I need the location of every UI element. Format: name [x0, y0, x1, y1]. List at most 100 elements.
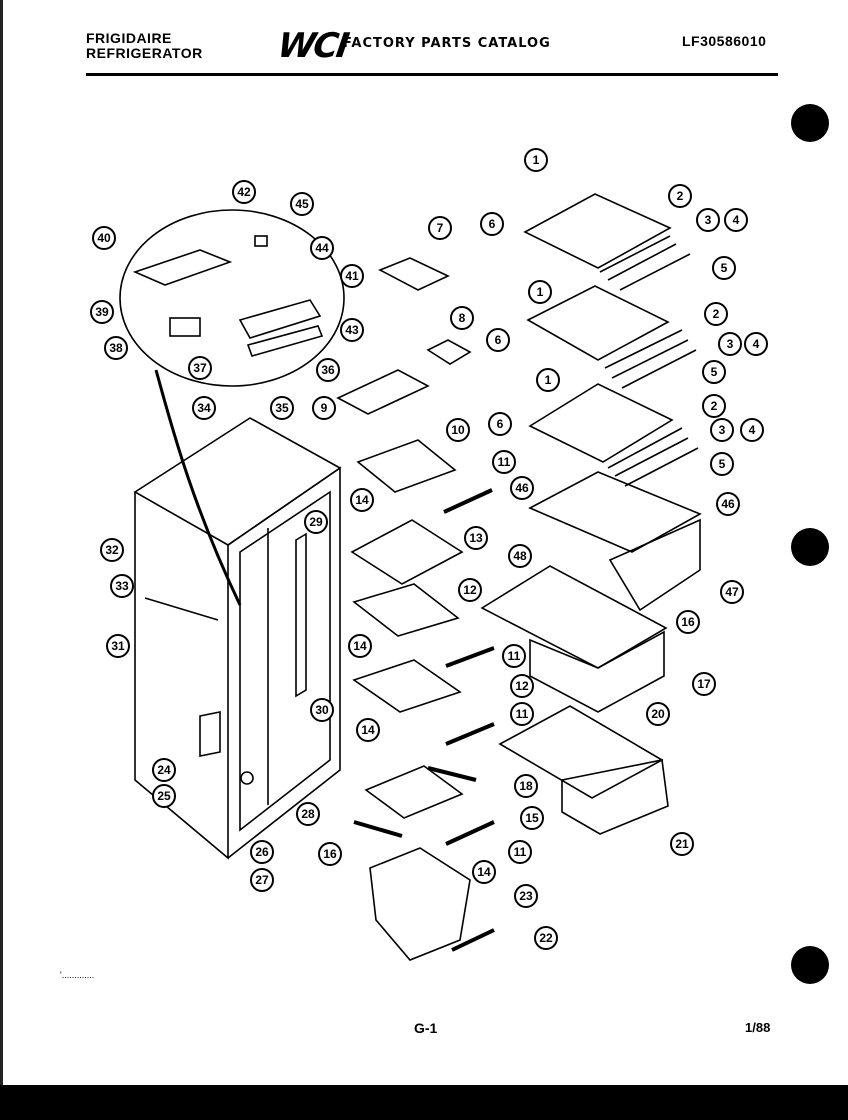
callout-number: 8 [459, 311, 466, 325]
callout-number: 2 [711, 399, 718, 413]
header-rule [86, 73, 778, 76]
callout-11: 11 [502, 644, 526, 668]
scan-bottom-edge [0, 1085, 848, 1120]
callout-38: 38 [104, 336, 128, 360]
cabinet-front [227, 466, 341, 859]
callout-12: 12 [458, 578, 482, 602]
callout-14: 14 [350, 488, 374, 512]
callout-2: 2 [668, 184, 692, 208]
callout-number: 21 [675, 837, 689, 851]
cabinet-liner [239, 490, 331, 832]
callout-28: 28 [296, 802, 320, 826]
callout-number: 37 [193, 361, 207, 375]
callout-number: 11 [514, 845, 527, 859]
callout-number: 31 [111, 639, 125, 653]
callout-number: 46 [721, 497, 735, 511]
callout-4: 4 [740, 418, 764, 442]
callout-5: 5 [710, 452, 734, 476]
callout-number: 17 [697, 677, 711, 691]
callout-number: 2 [677, 189, 684, 203]
callout-number: 12 [515, 679, 529, 693]
model-number: LF30586010 [682, 33, 767, 49]
part-24 [199, 711, 221, 757]
callout-number: 1 [545, 373, 552, 387]
callout-46: 46 [510, 476, 534, 500]
callout-11: 11 [492, 450, 516, 474]
glass-shelf-3 [528, 383, 674, 463]
callout-number: 5 [721, 261, 728, 275]
callout-number: 35 [275, 401, 289, 415]
callout-number: 22 [539, 931, 553, 945]
callout-number: 12 [463, 583, 477, 597]
callout-number: 32 [105, 543, 119, 557]
callout-14: 14 [348, 634, 372, 658]
callout-number: 14 [353, 639, 367, 653]
callout-number: 6 [489, 217, 496, 231]
callout-number: 5 [719, 457, 726, 471]
callout-16: 16 [318, 842, 342, 866]
callout-7: 7 [428, 216, 452, 240]
callout-number: 47 [725, 585, 739, 599]
callout-number: 4 [749, 423, 756, 437]
callout-number: 38 [109, 341, 123, 355]
callout-4: 4 [744, 332, 768, 356]
callout-1: 1 [528, 280, 552, 304]
callout-10: 10 [446, 418, 470, 442]
brand-name: FRIGIDAIRE [86, 30, 172, 46]
glass-shelf-2 [526, 285, 670, 361]
callout-24: 24 [152, 758, 176, 782]
callout-number: 16 [323, 847, 337, 861]
callout-number: 1 [533, 153, 540, 167]
callout-5: 5 [712, 256, 736, 280]
svg-text:'.............: '............. [60, 970, 94, 980]
callout-number: 20 [651, 707, 665, 721]
callout-1: 1 [524, 148, 548, 172]
callout-15: 15 [520, 806, 544, 830]
callout-23: 23 [514, 884, 538, 908]
shelf-ladder-29 [295, 532, 307, 698]
callout-number: 28 [301, 807, 315, 821]
callout-11: 11 [510, 702, 534, 726]
callout-45: 45 [290, 192, 314, 216]
wire-shelf-12a [352, 583, 460, 637]
callout-number: 4 [733, 213, 740, 227]
callout-6: 6 [480, 212, 504, 236]
callout-number: 14 [361, 723, 375, 737]
callout-number: 1 [537, 285, 544, 299]
callout-20: 20 [646, 702, 670, 726]
crisper-cover-16 [480, 565, 668, 669]
wire-shelf-15 [364, 765, 464, 819]
detail-leader-tube [154, 369, 242, 606]
callout-6: 6 [486, 328, 510, 352]
callout-number: 42 [237, 185, 251, 199]
callout-21: 21 [670, 832, 694, 856]
callout-30: 30 [310, 698, 334, 722]
callout-number: 3 [727, 337, 734, 351]
callout-number: 25 [157, 789, 171, 803]
callout-13: 13 [464, 526, 488, 550]
crisper-pan-17 [529, 630, 665, 713]
callout-22: 22 [534, 926, 558, 950]
callout-number: 23 [519, 889, 533, 903]
callout-36: 36 [316, 358, 340, 382]
callout-5: 5 [702, 360, 726, 384]
callout-17: 17 [692, 672, 716, 696]
callout-39: 39 [90, 300, 114, 324]
callout-11: 11 [508, 840, 532, 864]
callout-number: 4 [753, 337, 760, 351]
punch-hole [791, 528, 829, 566]
callout-6: 6 [488, 412, 512, 436]
callout-number: 6 [495, 333, 502, 347]
part-42 [254, 235, 268, 247]
shelf-9 [336, 369, 430, 415]
callout-number: 34 [197, 401, 211, 415]
callout-27: 27 [250, 868, 274, 892]
part-40 [132, 249, 233, 286]
callout-35: 35 [270, 396, 294, 420]
callout-number: 2 [713, 307, 720, 321]
callout-31: 31 [106, 634, 130, 658]
callout-number: 43 [345, 323, 359, 337]
callout-number: 14 [355, 493, 369, 507]
door-bin-8 [426, 339, 472, 365]
